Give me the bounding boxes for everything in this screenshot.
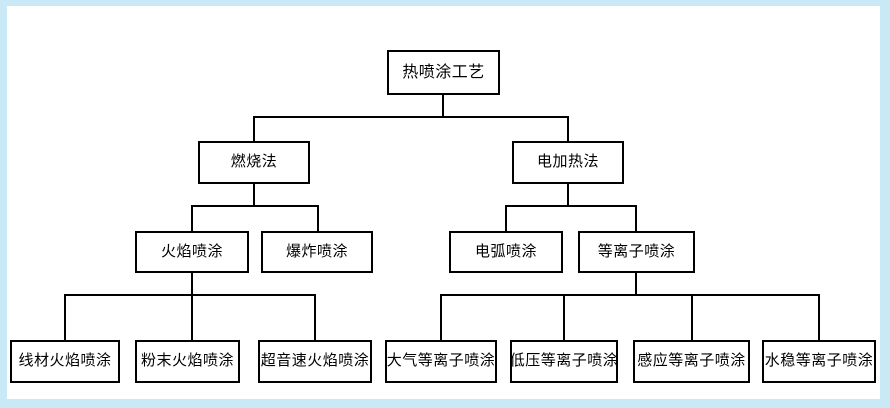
node-detonation-spraying: 爆炸喷涂 [261,231,373,273]
node-plasma-spraying: 等离子喷涂 [578,231,695,273]
node-label: 大气等离子喷涂 [386,353,496,369]
node-arc-spraying: 电弧喷涂 [449,231,563,273]
node-label: 感应等离子喷涂 [637,353,746,369]
node-atmospheric-plasma-spraying: 大气等离子喷涂 [385,340,497,383]
node-label: 水稳等离子喷涂 [764,353,874,369]
node-water-stabilized-plasma-spraying: 水稳等离子喷涂 [762,340,876,383]
node-wire-flame-spraying: 线材火焰喷涂 [10,340,120,383]
node-label: 粉末火焰喷涂 [140,353,234,369]
node-combustion-method: 燃烧法 [198,141,310,184]
node-electric-heating-method: 电加热法 [512,141,624,184]
node-powder-flame-spraying: 粉末火焰喷涂 [135,340,240,383]
node-label: 等离子喷涂 [597,243,676,260]
node-label: 线材火焰喷涂 [18,353,112,369]
node-label: 燃烧法 [230,154,278,170]
node-supersonic-flame-spraying: 超音速火焰喷涂 [258,340,372,383]
node-thermal-spray-process: 热喷涂工艺 [387,50,500,95]
node-low-pressure-plasma-spraying: 低压等离子喷涂 [510,340,618,383]
node-label: 爆炸喷涂 [285,243,348,260]
node-label: 热喷涂工艺 [402,63,485,81]
node-flame-spraying: 火焰喷涂 [135,231,249,273]
node-label: 电弧喷涂 [474,243,537,260]
node-label: 低压等离子喷涂 [509,353,619,369]
node-label: 超音速火焰喷涂 [260,353,370,369]
node-label: 电加热法 [536,154,599,170]
node-label: 火焰喷涂 [160,243,223,260]
node-induction-plasma-spraying: 感应等离子喷涂 [633,340,750,383]
